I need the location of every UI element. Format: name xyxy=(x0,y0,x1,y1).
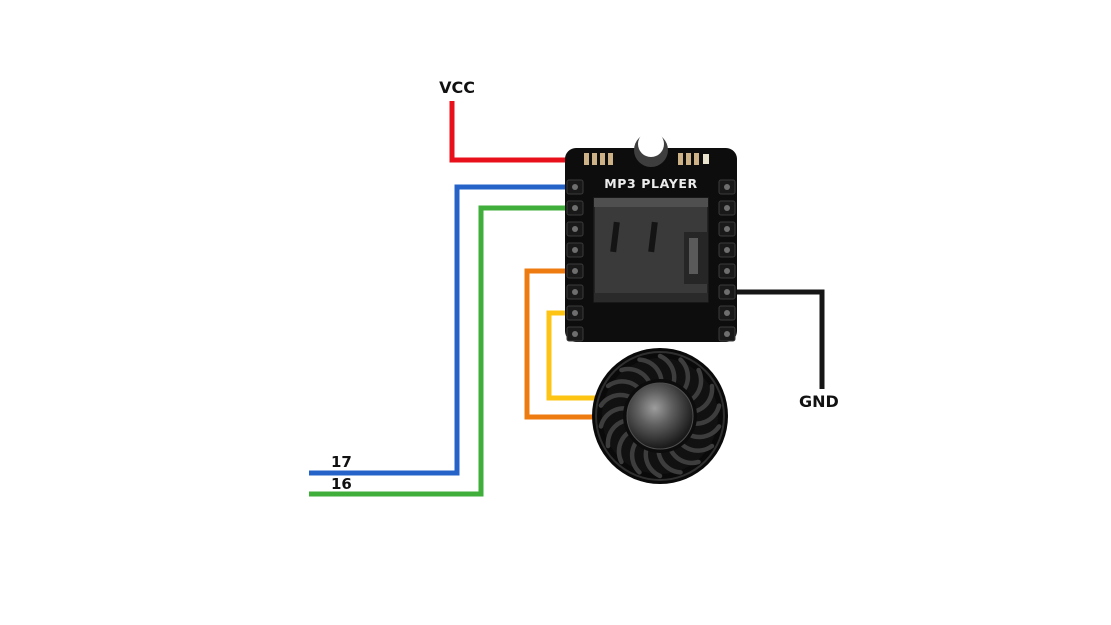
vcc-label: VCC xyxy=(439,78,475,97)
module-pin xyxy=(566,221,584,237)
pin16-label: 16 xyxy=(331,475,352,493)
sd-card-slot xyxy=(593,197,709,303)
wires xyxy=(309,101,825,497)
module-pin xyxy=(718,242,736,258)
module-pin xyxy=(566,284,584,300)
mp3-module: MP3 PLAYER xyxy=(565,131,737,342)
module-pin xyxy=(718,200,736,216)
solder-pads xyxy=(584,153,709,165)
module-pin xyxy=(718,305,736,321)
module-pin xyxy=(566,263,584,279)
gnd-label: GND xyxy=(799,392,839,411)
speaker xyxy=(592,348,728,484)
speaker-dome xyxy=(626,382,694,450)
module-label: MP3 PLAYER xyxy=(604,176,697,191)
module-pin xyxy=(566,326,584,342)
module-pin xyxy=(718,326,736,342)
io17-wire xyxy=(309,184,578,476)
module-pin xyxy=(718,179,736,195)
module-pin xyxy=(566,179,584,195)
module-pin xyxy=(566,242,584,258)
io16-wire xyxy=(309,205,578,497)
module-notch xyxy=(638,131,664,157)
gnd-wire xyxy=(730,289,825,389)
module-pin xyxy=(718,284,736,300)
module-pin xyxy=(718,263,736,279)
vcc-wire xyxy=(449,101,578,163)
module-pin xyxy=(566,305,584,321)
pin17-label: 17 xyxy=(331,453,352,471)
speaker-wire-orange xyxy=(524,268,604,420)
speaker-wire-yellow xyxy=(546,310,602,401)
module-pin xyxy=(718,221,736,237)
module-pin xyxy=(566,200,584,216)
